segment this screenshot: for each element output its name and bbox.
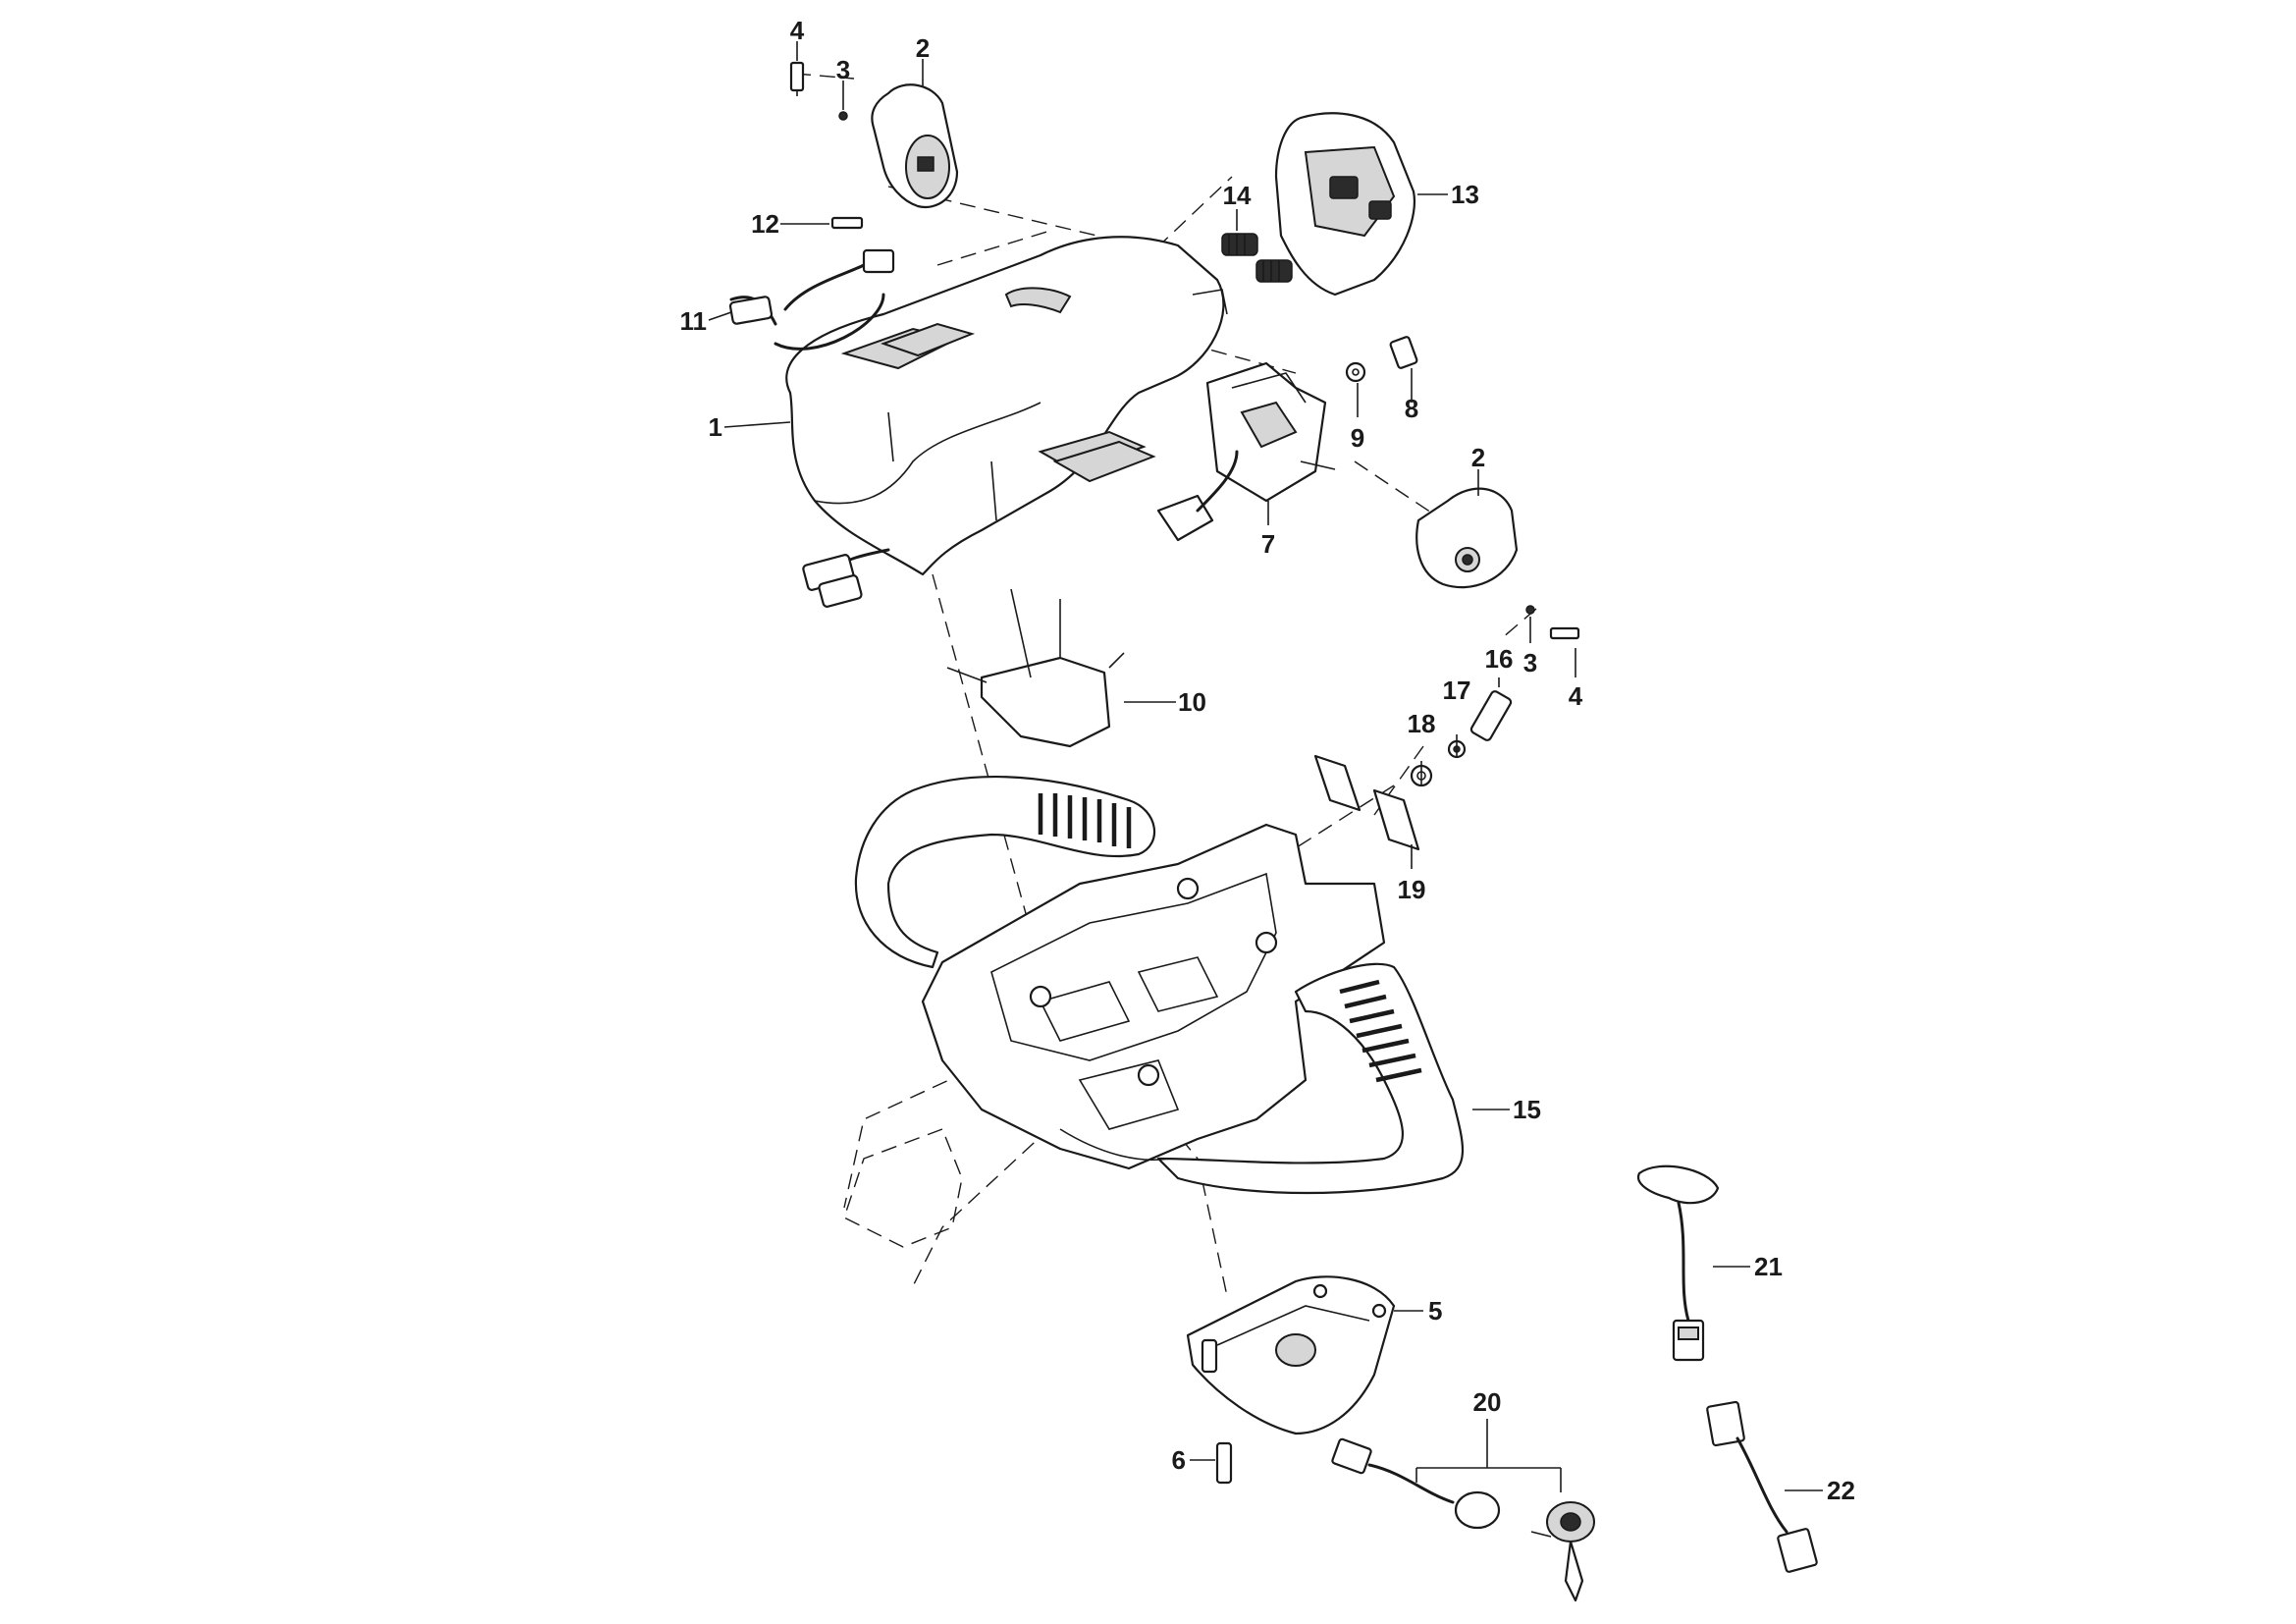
part-5-bottom-cover: [1186, 1275, 1396, 1435]
part-7-bracket: [1156, 361, 1336, 542]
part-1-top-cover: [785, 236, 1228, 576]
callout-3-upper: 3: [836, 55, 850, 84]
part-2-end-cap-upper: [871, 83, 959, 209]
callout-12: 12: [751, 209, 779, 239]
callout-21: 21: [1754, 1252, 1783, 1281]
callout-20: 20: [1473, 1387, 1502, 1417]
screw-6: [1215, 1441, 1233, 1485]
callout-4-upper: 4: [790, 16, 805, 45]
part-19-plates: [1313, 754, 1420, 851]
screw-4-upper: [789, 61, 805, 96]
callout-2-right: 2: [1471, 443, 1485, 472]
washer-3-right: [1525, 605, 1535, 615]
callout-18: 18: [1408, 709, 1436, 738]
leader-lines: [708, 41, 1823, 1492]
cover-lower-connector: [802, 548, 890, 608]
part-20-key-switch: [1331, 1437, 1595, 1602]
part-2-end-cap-right: [1415, 487, 1519, 589]
callout-9: 9: [1351, 423, 1364, 453]
callout-22: 22: [1827, 1476, 1855, 1505]
part-13-rear-cap: [1274, 112, 1415, 297]
washer-3-upper: [838, 111, 848, 121]
part-14-springs: [1221, 233, 1293, 283]
callout-7: 7: [1261, 529, 1275, 559]
callout-2-upper: 2: [916, 33, 930, 63]
callout-13: 13: [1451, 180, 1479, 209]
part-21-lever-pedal: [1636, 1164, 1720, 1362]
screw-16: [1469, 690, 1513, 741]
callout-6: 6: [1172, 1445, 1186, 1475]
screw-12: [830, 216, 864, 230]
callout-5: 5: [1428, 1296, 1442, 1326]
callout-16: 16: [1485, 644, 1514, 674]
callout-17: 17: [1443, 676, 1471, 705]
callout-19: 19: [1398, 875, 1426, 904]
callout-labels: 4 3 2 12 11 1 13 14 8 9 7 2 10 3 4 16 17…: [680, 16, 1855, 1505]
callout-15: 15: [1513, 1095, 1541, 1124]
callout-11: 11: [680, 306, 708, 336]
part-22-connector-cable: [1706, 1400, 1818, 1573]
screw-4-right: [1549, 626, 1580, 640]
callout-4-right: 4: [1569, 681, 1583, 711]
callout-1: 1: [709, 412, 722, 442]
callout-3-right: 3: [1523, 648, 1537, 677]
part-10-tray: [946, 588, 1125, 748]
callout-14: 14: [1223, 181, 1252, 210]
callout-8: 8: [1405, 394, 1418, 423]
callout-10: 10: [1178, 687, 1206, 717]
screw-8: [1389, 336, 1418, 369]
part-15-handle-base: [843, 775, 1464, 1248]
washer-9: [1345, 361, 1366, 383]
part-11-wire-harness: [728, 248, 895, 351]
